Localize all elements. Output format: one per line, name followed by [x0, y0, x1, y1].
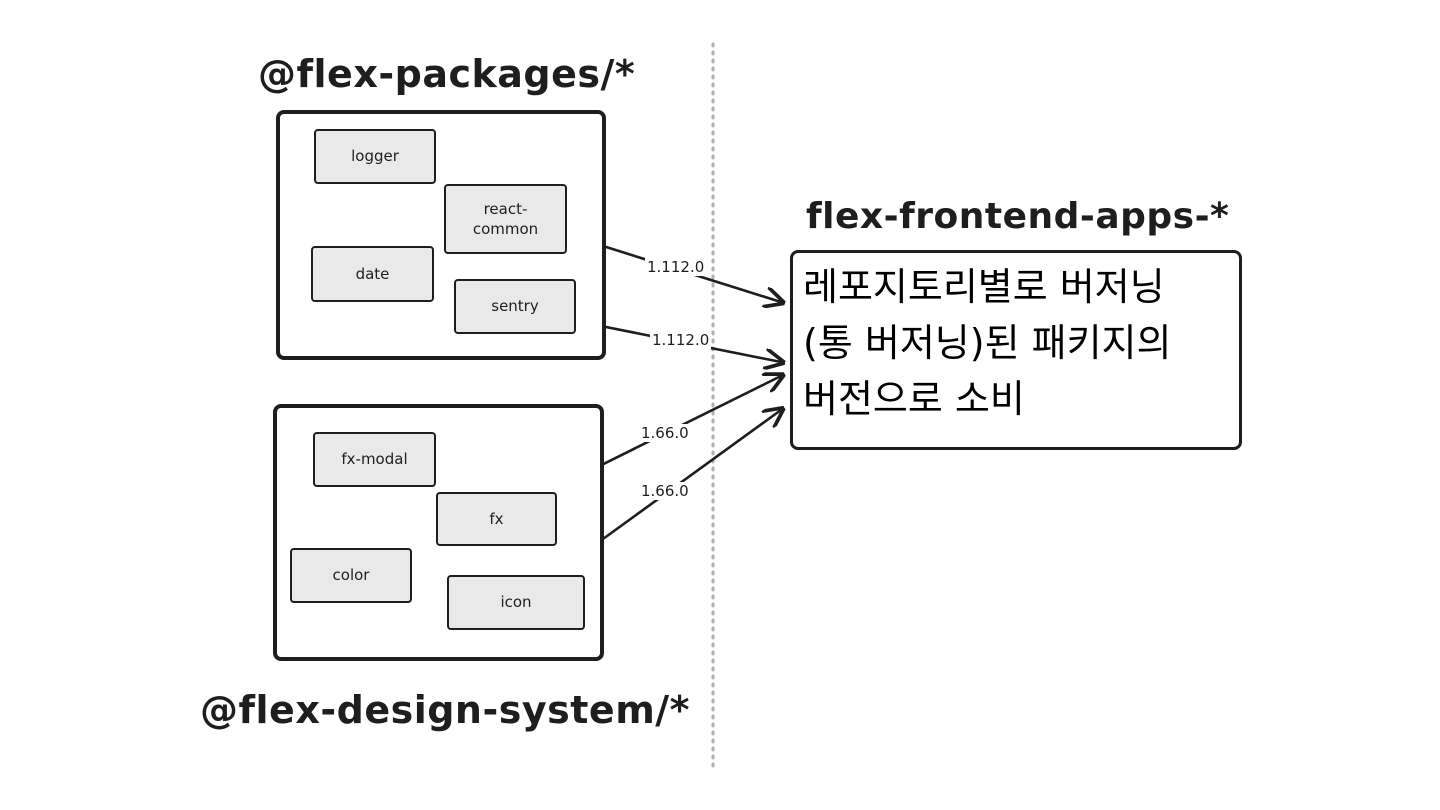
apps-note-box: 레포지토리별로 버저닝 (통 버저닝)된 패키지의 버전으로 소비	[790, 250, 1242, 450]
node-date[interactable]: date	[311, 246, 434, 302]
node-icon[interactable]: icon	[447, 575, 585, 630]
design-system-group-title: @flex-design-system/*	[200, 688, 691, 732]
node-react-common[interactable]: react- common	[444, 184, 567, 254]
node-sentry[interactable]: sentry	[454, 279, 576, 334]
apps-title: flex-frontend-apps-*	[806, 196, 1230, 237]
edge-label-sentry: 1.112.0	[650, 331, 712, 349]
edge-label-react-common: 1.112.0	[645, 258, 707, 276]
packages-group-title: @flex-packages/*	[258, 52, 636, 96]
node-color[interactable]: color	[290, 548, 412, 603]
edge-label-fx: 1.66.0	[639, 424, 691, 442]
edge-label-icon: 1.66.0	[639, 482, 691, 500]
node-fx[interactable]: fx	[436, 492, 557, 546]
node-logger[interactable]: logger	[314, 129, 436, 184]
node-fx-modal[interactable]: fx-modal	[313, 432, 436, 487]
